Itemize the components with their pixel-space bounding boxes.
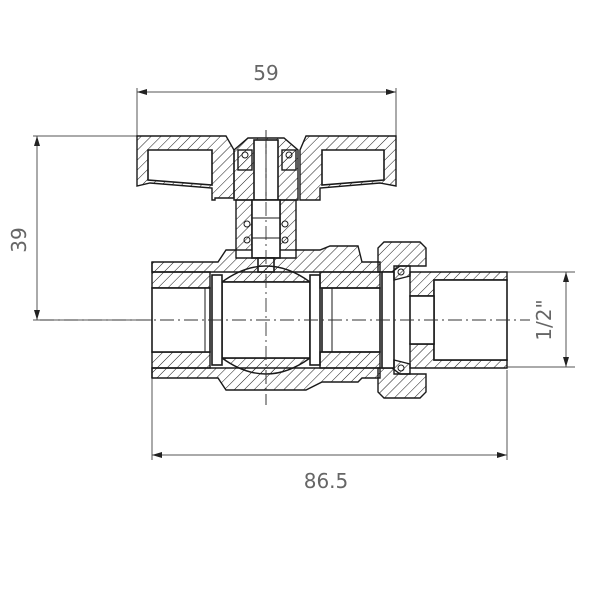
dimension-label-width: 59 [253,61,278,85]
dimension-width: 59 [136,61,397,145]
handle [136,135,397,201]
dimension-label-length: 86.5 [304,469,349,493]
dimension-label-height: 39 [7,227,31,252]
dimension-thread: 1/2" [507,271,575,368]
dimension-label-thread: 1/2" [532,299,556,340]
union-nut [377,241,427,399]
dimension-length: 86.5 [151,370,508,493]
